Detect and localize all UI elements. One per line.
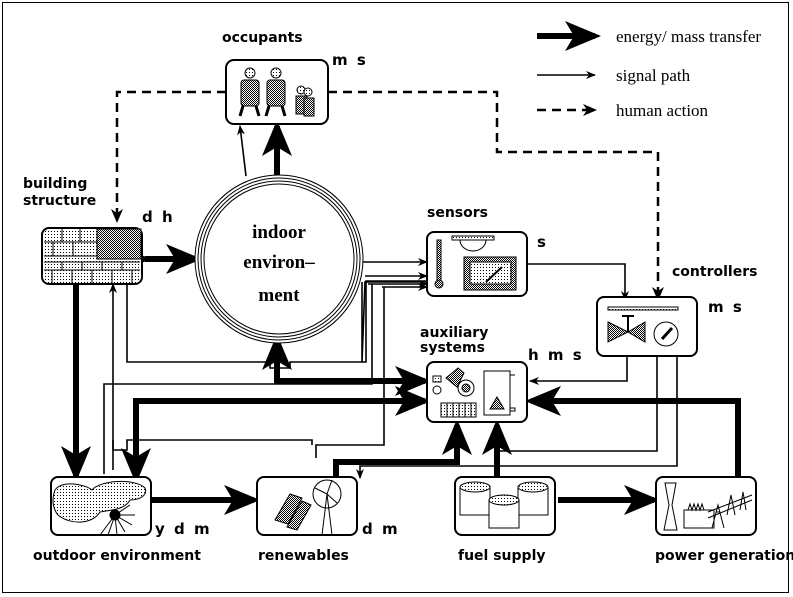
renewables-label: renewables: [258, 548, 349, 564]
legend: energy/ mass transfer signal path human …: [537, 21, 761, 120]
node-renewables[interactable]: d m renewables: [256, 476, 400, 564]
sensors-code: s: [537, 233, 548, 251]
fan-blade-icon: [445, 367, 465, 388]
structure-label: structure: [23, 193, 96, 209]
cloud-icon: [52, 481, 147, 523]
controllers-label: controllers: [672, 264, 757, 280]
power-plant-icon: [663, 482, 753, 531]
slider-bar-icon: [607, 306, 679, 311]
window-block-icon: [96, 228, 142, 260]
indoor-ring-outer: [194, 174, 364, 344]
indoor-label-line1: indoor: [252, 222, 306, 243]
controllers-to-fuel-signal: [497, 356, 658, 452]
dial-icon: [653, 321, 679, 347]
valve-icon: [607, 315, 646, 343]
node-auxiliary-systems[interactable]: auxiliary systems h m s: [420, 325, 584, 423]
controllers-code: m s: [708, 298, 744, 316]
power-label: power generation: [655, 548, 793, 564]
controllers-to-renewables-signal: [356, 356, 678, 479]
systems-label: systems: [420, 340, 485, 356]
occupants-to-controllers-path: [328, 90, 664, 301]
outdoor-aux-signal: [112, 439, 313, 451]
legend-label: energy/ mass transfer: [616, 27, 761, 46]
occupants-to-building-path: [111, 90, 226, 223]
sensors-label: sensors: [427, 205, 488, 221]
controllers-to-auxiliary-signal: [529, 356, 628, 385]
renewables-to-sensors-signal: [315, 287, 385, 458]
legend-item-energy-mass-transfer: energy/ mass transfer: [537, 21, 761, 51]
gauge-icon: [451, 235, 517, 291]
brick-wall-icon: [44, 228, 140, 284]
renewables-code: d m: [362, 520, 400, 538]
node-power-generation[interactable]: power generation: [655, 476, 793, 564]
outdoor-code: y d m: [155, 520, 212, 538]
sun-icon: [99, 504, 135, 536]
indoor-label-line2: environ–: [243, 252, 315, 273]
fuel-tanks-icon: [459, 481, 549, 529]
power-to-auxiliary-transfer: [525, 386, 741, 478]
equipment-icons: [432, 367, 516, 418]
indoor-label-line3: ment: [258, 285, 300, 306]
auxiliary-label: auxiliary: [420, 325, 488, 341]
legend-label: signal path: [616, 66, 691, 85]
node-fuel-supply[interactable]: fuel supply: [454, 476, 556, 564]
auxiliary-code: h m s: [528, 346, 584, 364]
people-icon: [238, 67, 315, 117]
indoor-to-auxiliary-transfer: [274, 346, 431, 396]
legend-item-signal-path: signal path: [537, 66, 691, 85]
node-sensors[interactable]: sensors s: [426, 205, 548, 297]
legend-label: human action: [616, 101, 709, 120]
outdoor-to-sensors-signal: [103, 284, 373, 474]
renewables-to-auxiliary-transfer: [333, 419, 472, 478]
power-box: [655, 476, 757, 536]
signal-line: [361, 281, 427, 363]
sensors-to-controllers-signal: [528, 263, 629, 301]
thermometer-icon: [434, 239, 444, 289]
node-outdoor-environment[interactable]: y d m outdoor environment: [33, 476, 212, 564]
occupants-label: occupants: [222, 30, 303, 46]
building-label: building: [23, 176, 87, 192]
solar-panel-icon: [274, 493, 312, 531]
indoor-to-occupants-signal: [237, 125, 247, 177]
building-code: d h: [142, 208, 175, 226]
wind-turbine-icon: [312, 479, 342, 536]
outdoor-label: outdoor environment: [33, 548, 201, 564]
legend-item-human-action: human action: [537, 101, 709, 120]
fuel-label: fuel supply: [458, 548, 546, 564]
node-controllers[interactable]: controllers m s: [596, 264, 757, 357]
node-indoor-environment[interactable]: indoor environ– ment: [194, 174, 364, 344]
occupants-code: m s: [332, 51, 368, 69]
connections: [61, 90, 741, 515]
node-building-structure[interactable]: building structure d h: [23, 176, 175, 285]
node-occupants[interactable]: occupants m s: [222, 30, 368, 125]
